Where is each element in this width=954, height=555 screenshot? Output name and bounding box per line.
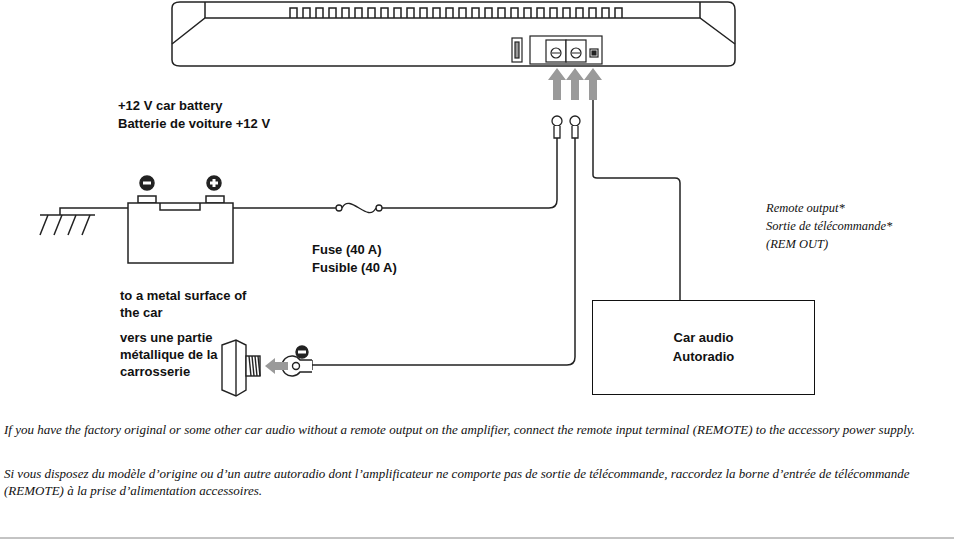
wires <box>60 100 680 365</box>
insert-arrows <box>548 68 602 100</box>
callout-label: +12 V car battery <box>118 98 338 115</box>
bolt <box>222 340 260 396</box>
fuse <box>336 203 382 212</box>
callout-label: Fusible (40 A) <box>312 260 462 277</box>
ground-symbol <box>40 215 95 235</box>
amplifier-body <box>172 2 735 66</box>
rule-line <box>0 538 954 539</box>
box-text: Car audio <box>674 329 734 348</box>
box-text: Autoradio <box>673 348 734 367</box>
device-box: Car audioAutoradio <box>592 300 815 395</box>
callout-label: vers une partie métallique de la carross… <box>120 330 248 381</box>
callout-label: Batterie de voiture +12 V <box>118 116 338 133</box>
note-text: If you have the factory original or some… <box>4 422 948 439</box>
callout-label: Remote output* <box>766 200 952 216</box>
ring-lugs <box>552 116 580 138</box>
callout-label: (REM OUT) <box>766 236 952 252</box>
terminal-block <box>512 36 602 64</box>
callout-label: to a metal surface of the car <box>120 288 260 322</box>
ground-lug <box>265 346 312 376</box>
note-text: Si vous disposez du modèle d’origine ou … <box>4 466 948 500</box>
callout-label: Sortie de télécommande* <box>766 218 952 234</box>
battery <box>128 176 233 263</box>
callout-label: Fuse (40 A) <box>312 242 462 259</box>
